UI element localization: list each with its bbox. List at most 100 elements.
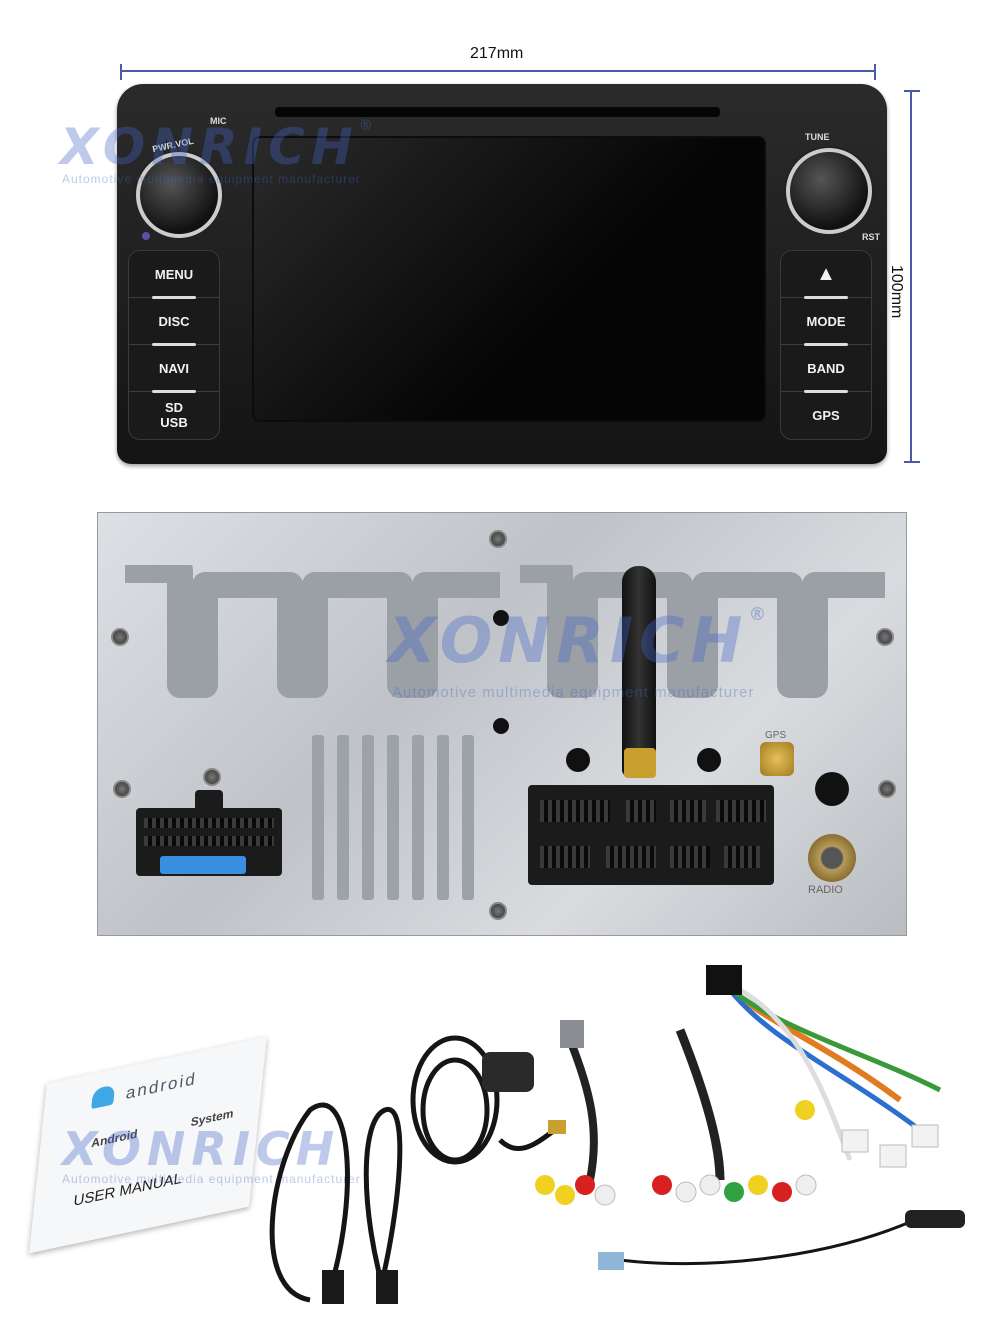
socket-pins	[144, 836, 274, 846]
harness-plug	[706, 965, 742, 995]
av-harness	[566, 1038, 598, 1181]
mode-button[interactable]: MODE	[781, 298, 871, 346]
divider	[804, 390, 848, 393]
connector-pins	[626, 800, 656, 822]
gps-button-label: GPS	[812, 407, 840, 423]
rca-yellow	[748, 1175, 768, 1195]
left-button-column: MENU DISC NAVI SD USB	[128, 250, 220, 440]
watermark-tagline-top: Automotive multimedia equipment manufact…	[62, 172, 361, 186]
heatsink-fins	[125, 565, 885, 698]
watermark-registered: ®	[748, 604, 773, 625]
rca-white	[594, 1184, 616, 1206]
mic-plug	[598, 1252, 624, 1270]
tune-knob[interactable]	[786, 148, 872, 234]
power-harness-clip	[195, 790, 223, 812]
watermark-brand: XONRICH	[388, 604, 749, 677]
width-dimension-line	[120, 64, 876, 80]
accessory-cables	[269, 965, 965, 1304]
sd-usb-button[interactable]: SD USB	[129, 392, 219, 438]
radio-port[interactable]	[808, 834, 856, 882]
power-harness	[728, 988, 922, 1133]
mic-cable	[619, 1220, 911, 1266]
screw	[113, 780, 131, 798]
gps-antenna	[482, 1052, 534, 1092]
eject-icon: ▲	[816, 262, 836, 285]
watermark-logo-middle: XONRICH®	[388, 604, 772, 677]
height-dimension-line	[904, 90, 920, 463]
rca-white	[795, 1174, 817, 1196]
usb-cable	[363, 1107, 403, 1296]
usb-cable	[269, 1102, 350, 1303]
white-connector	[841, 1129, 869, 1153]
connector-pins	[716, 800, 766, 822]
menu-button[interactable]: MENU	[129, 251, 219, 299]
sd-usb-button-label: SD USB	[160, 400, 188, 430]
power-harness	[723, 983, 942, 1093]
disc-slot	[275, 107, 720, 117]
mic-jack	[905, 1210, 965, 1228]
white-connector	[879, 1144, 907, 1168]
screw	[203, 768, 221, 786]
panel-hole	[566, 748, 590, 772]
watermark-registered: ®	[358, 118, 379, 134]
rca-yellow	[795, 1100, 815, 1120]
mic-label: MIC	[210, 116, 227, 126]
divider	[804, 343, 848, 346]
eject-button[interactable]: ▲	[781, 251, 871, 299]
divider	[152, 390, 196, 393]
panel-hole	[697, 748, 721, 772]
panel-hole	[493, 610, 509, 626]
watermark-brand: XONRICH	[60, 118, 359, 176]
screw	[489, 902, 507, 920]
screw	[876, 628, 894, 646]
connector-pins	[606, 846, 656, 868]
screw	[878, 780, 896, 798]
disc-button[interactable]: DISC	[129, 298, 219, 346]
gps-button[interactable]: GPS	[781, 392, 871, 438]
screw	[489, 530, 507, 548]
width-dimension-label: 217mm	[470, 45, 524, 62]
tune-knob-label: TUNE	[805, 132, 830, 142]
band-button[interactable]: BAND	[781, 345, 871, 393]
rca-yellow	[555, 1185, 575, 1205]
blue-fuse	[160, 856, 246, 874]
usb-plug	[322, 1270, 344, 1304]
rca-red	[652, 1175, 672, 1195]
divider	[152, 296, 196, 299]
connector-pins	[724, 846, 760, 868]
gps-plug	[548, 1120, 566, 1134]
connector-pins	[540, 846, 590, 868]
height-dimension-label: 100mm	[888, 265, 905, 319]
watermark-tagline-bottom: Automotive multimedia equipment manufact…	[62, 1172, 361, 1186]
gps-port[interactable]	[760, 742, 794, 776]
gps-lead	[498, 1127, 557, 1152]
mode-button-label: MODE	[806, 313, 846, 329]
rca-white	[699, 1174, 721, 1196]
panel-hole	[493, 718, 509, 734]
indicator-light	[142, 232, 150, 240]
reset-label[interactable]: RST	[862, 232, 880, 242]
round-opening	[815, 772, 849, 806]
socket-pins	[144, 818, 274, 828]
gps-port-label: GPS	[765, 730, 787, 741]
disc-button-label: DISC	[158, 313, 190, 329]
divider	[804, 296, 848, 299]
connector-pins	[670, 800, 706, 822]
rca-red	[575, 1175, 595, 1195]
menu-button-label: MENU	[154, 266, 194, 282]
gps-cable-coil	[420, 1057, 490, 1163]
rca-harness	[675, 1028, 725, 1181]
rca-yellow	[535, 1175, 555, 1195]
watermark-tagline-middle: Automotive multimedia equipment manufact…	[392, 684, 755, 701]
display-screen[interactable]	[252, 136, 766, 422]
connector-pins	[540, 800, 610, 822]
rca-green	[724, 1182, 744, 1202]
divider	[152, 343, 196, 346]
watermark-logo-top: XONRICH®	[60, 118, 379, 176]
antenna-connector	[624, 748, 656, 778]
navi-button[interactable]: NAVI	[129, 345, 219, 393]
connector-pins	[670, 846, 710, 868]
volume-knob[interactable]	[136, 152, 222, 238]
wifi-antenna	[622, 566, 656, 776]
av-plug	[560, 1020, 584, 1048]
